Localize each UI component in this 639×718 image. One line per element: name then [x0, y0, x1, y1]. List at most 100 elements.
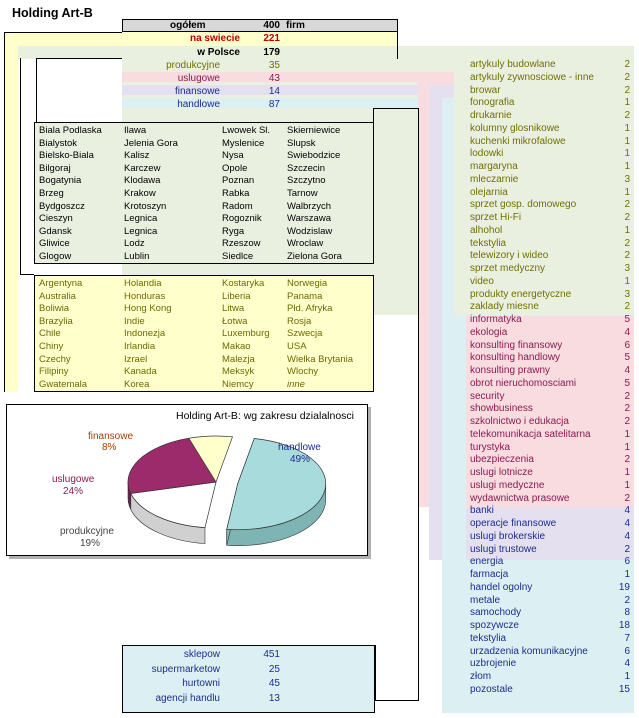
poland-label: w Polsce — [197, 47, 240, 58]
city-cell: Gliwice — [39, 238, 70, 250]
industry-count: 4 — [624, 505, 630, 517]
city-cell: Legnica — [124, 225, 158, 237]
city-cell: Rzeszow — [222, 238, 261, 250]
poland-band — [18, 46, 634, 59]
industry-name: margaryna — [470, 161, 518, 172]
connector — [373, 108, 374, 122]
city-cell: Opole — [222, 162, 248, 174]
pie-label-produkcyjne: produkcyjne — [60, 526, 114, 537]
country-cell: Indie — [124, 315, 145, 327]
industry-count: 5 — [624, 377, 630, 389]
sector-finansowe-label: finansowe — [174, 86, 220, 97]
country-cell: Wlochy — [287, 366, 319, 378]
city-cell: Karczew — [124, 162, 161, 174]
industry-count: 1 — [624, 479, 630, 491]
city-cell: Slupsk — [287, 137, 316, 149]
industry-name: tekstylia — [470, 237, 507, 249]
total-label: ogółem — [170, 20, 206, 31]
industry-name: telewizory i wideo — [470, 250, 549, 262]
industry-name: handel ogolny — [470, 581, 533, 593]
city-cell: Krotoszyn — [124, 200, 167, 212]
country-cell: Izrael — [124, 353, 148, 365]
country-cell: Łotwa — [222, 315, 248, 327]
industry-name: sprzet gosp. domowego — [470, 199, 577, 211]
retail-value: 451 — [263, 649, 280, 660]
industry-name: banki — [470, 505, 494, 517]
retail-label: sklepow — [183, 649, 220, 660]
industry-count: 6 — [624, 339, 630, 351]
country-cell: Malezja — [222, 353, 255, 365]
connector — [397, 32, 398, 59]
polish-cities-box — [34, 122, 374, 264]
city-cell: Brzeg — [39, 188, 64, 199]
city-cell: Warszawa — [287, 213, 331, 225]
page-title: Holding Art-B — [12, 6, 93, 20]
pie-slice-finansowe — [188, 435, 233, 483]
industry-name: mleczarnie — [470, 173, 519, 185]
industry-count: 7 — [624, 632, 630, 644]
country-cell: Niemcy — [222, 378, 254, 390]
connector — [373, 108, 418, 109]
industry-count: 2 — [624, 403, 630, 415]
industry-count: 4 — [624, 518, 630, 529]
retail-value: 25 — [268, 663, 280, 675]
connector — [20, 274, 34, 275]
city-cell: Krakow — [124, 188, 156, 199]
world-left-strip — [4, 32, 18, 392]
industry-name: kuchenki mikrofalowe — [470, 135, 566, 147]
industry-name: video — [470, 275, 494, 287]
country-cell: Korea — [124, 378, 150, 390]
city-cell: Zielona Gora — [287, 251, 342, 262]
country-cell: Czechy — [39, 353, 71, 365]
city-cell: Bilgoraj — [39, 162, 71, 174]
sector-produkcyjne-label: produkcyjne — [166, 60, 220, 71]
industry-count: 2 — [624, 416, 630, 427]
city-cell: Legnica — [124, 213, 158, 225]
sector-finansowe-value: 14 — [268, 86, 280, 97]
total-unit: firm — [286, 20, 305, 31]
countries-box — [34, 275, 374, 392]
city-cell: Tarnow — [287, 188, 318, 199]
industry-name: lodowki — [470, 148, 504, 160]
industry-name: spozywcze — [470, 620, 519, 631]
industry-count: 2 — [624, 71, 630, 83]
industry-name: uslugi brokerskie — [470, 530, 546, 542]
summary-total-row — [122, 19, 398, 32]
sector-handlowe-value: 87 — [268, 99, 280, 110]
industry-count: 3 — [624, 173, 630, 185]
country-cell: Szwecja — [287, 328, 323, 340]
industry-count: 4 — [624, 326, 630, 338]
industry-count: 4 — [624, 365, 630, 376]
industry-count: 4 — [624, 530, 630, 542]
country-cell: Filipiny — [39, 366, 69, 378]
world-label: na swiecie — [189, 33, 240, 44]
industry-count: 2 — [624, 390, 630, 402]
city-cell: Wroclaw — [287, 238, 324, 250]
country-cell: Hong Kong — [124, 303, 172, 315]
city-cell: Klodawa — [124, 175, 161, 187]
city-cell: Szczecin — [287, 162, 326, 174]
industry-count: 1 — [624, 224, 630, 236]
industry-name: sprzet medyczny — [470, 263, 546, 274]
world-value: 221 — [263, 33, 280, 44]
city-cell: Cieszyn — [39, 213, 73, 225]
poland-value: 179 — [263, 47, 280, 58]
sector-handlowe-label: handlowe — [177, 99, 220, 110]
pie-chart — [127, 435, 327, 546]
country-cell: Liberia — [222, 290, 251, 302]
industry-name: informatyka — [470, 314, 522, 325]
industry-count: 1 — [624, 441, 630, 453]
country-cell: Litwa — [222, 303, 245, 315]
industry-name: fonografia — [470, 97, 515, 109]
city-cell: Swiebodzice — [287, 150, 341, 162]
industry-name: uslugi medyczne — [470, 479, 545, 491]
industry-name: artykuly zywnosciowe - inne — [470, 71, 594, 83]
world-band — [4, 32, 398, 46]
pie-slice-uslugowe — [127, 437, 217, 494]
industry-count: 1 — [624, 428, 630, 440]
industry-count: 3 — [624, 263, 630, 274]
industry-count: 4 — [624, 658, 630, 670]
industry-name: olejarnia — [470, 186, 508, 198]
city-cell: Szczytno — [287, 175, 326, 187]
